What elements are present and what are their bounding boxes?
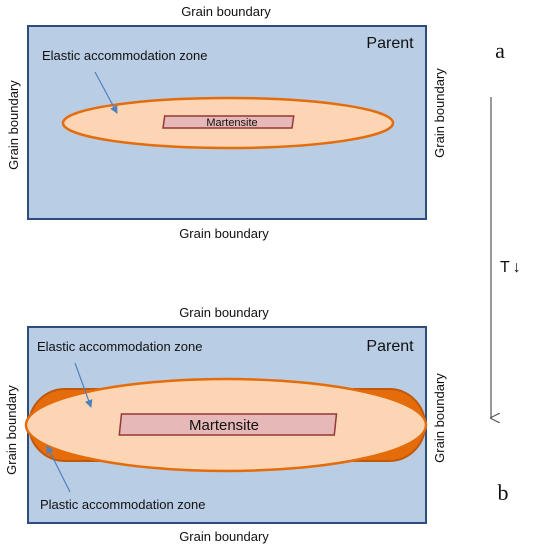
grain-boundary-right-b: Grain boundary xyxy=(432,373,447,463)
elastic-pointer-b xyxy=(74,362,93,408)
plastic-pointer-b xyxy=(46,445,71,493)
cooling-indicator: T↓ xyxy=(491,97,521,418)
grain-boundary-bottom-a: Grain boundary xyxy=(179,226,269,241)
martensite-b xyxy=(118,413,338,436)
panel-label-b: b xyxy=(498,480,509,505)
temperature-label: T↓ xyxy=(500,259,521,276)
plastic-zone-label-b: Plastic accommodation zone xyxy=(40,497,205,512)
grain-boundary-left-a: Grain boundary xyxy=(6,80,21,170)
panel-b: Martensite Parent Elastic accommodation … xyxy=(4,305,509,544)
elastic-pointer-a xyxy=(94,71,118,114)
martensite-a xyxy=(162,115,295,129)
grain-boundary-right-a: Grain boundary xyxy=(432,68,447,158)
panel-a: Martensite Parent Elastic accommodation … xyxy=(6,4,505,241)
panel-label-a: a xyxy=(495,38,505,63)
martensite-label-a: Martensite xyxy=(206,117,257,129)
grain-boundary-left-b: Grain boundary xyxy=(4,385,19,475)
elastic-zone-label-a: Elastic accommodation zone xyxy=(42,48,207,63)
grain-boundary-top-a: Grain boundary xyxy=(181,4,271,19)
grain-boundary-bottom-b: Grain boundary xyxy=(179,529,269,544)
elastic-zone-label-b: Elastic accommodation zone xyxy=(37,339,202,354)
parent-label-a: Parent xyxy=(366,35,414,52)
grain-boundary-top-b: Grain boundary xyxy=(179,305,269,320)
parent-label-b: Parent xyxy=(366,338,414,355)
martensite-label-b: Martensite xyxy=(189,417,259,434)
